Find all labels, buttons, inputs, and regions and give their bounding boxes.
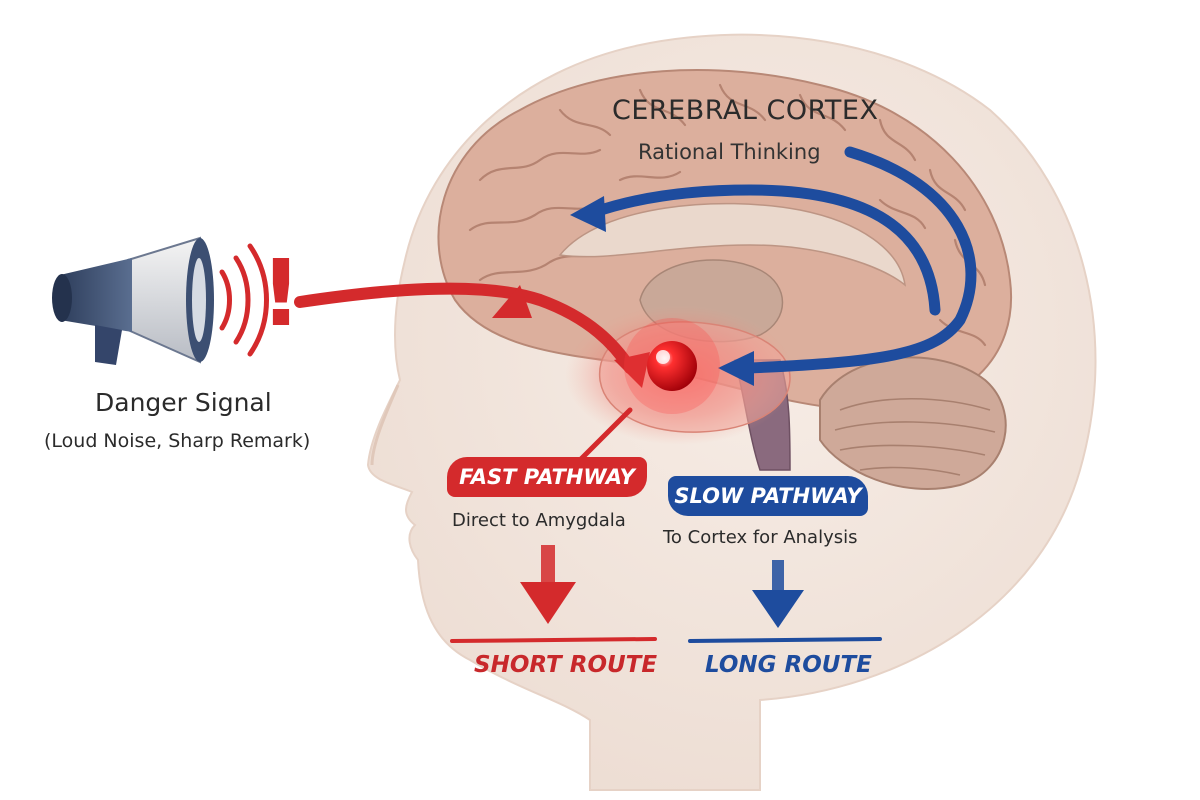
fast-arrowhead-top	[492, 285, 532, 318]
cortex-subtitle: Rational Thinking	[638, 140, 821, 164]
fast-pathway-label: FAST PATHWAY	[447, 457, 647, 497]
sound-waves-icon	[219, 243, 269, 357]
long-route-label: LONG ROUTE	[705, 652, 872, 678]
cerebellum-folds	[834, 398, 996, 476]
slow-pathway-arrows	[589, 146, 977, 374]
amygdala	[647, 341, 697, 391]
danger-signal-subtitle: (Loud Noise, Sharp Remark)	[44, 430, 311, 452]
long-route-underline	[688, 637, 882, 643]
fast-pathway-description: Direct to Amygdala	[452, 510, 626, 531]
slow-arrowhead-top	[570, 196, 606, 232]
nose-shadow	[370, 384, 400, 466]
megaphone-icon	[52, 236, 214, 365]
slow-down-arrow	[752, 560, 804, 628]
corpus-callosum	[558, 202, 907, 287]
fast-down-arrow	[520, 545, 576, 624]
danger-signal-title: Danger Signal	[95, 388, 272, 417]
alert-exclamation-icon: !	[260, 240, 302, 347]
slow-pathway-description: To Cortex for Analysis	[663, 527, 858, 548]
short-route-underline	[450, 637, 657, 643]
cortex-title: CEREBRAL CORTEX	[612, 95, 879, 126]
short-route-label: SHORT ROUTE	[474, 652, 658, 678]
slow-arrowhead-amygdala	[718, 351, 754, 386]
fast-arrowhead-amygdala	[614, 352, 650, 388]
slow-pathway-label: SLOW PATHWAY	[668, 476, 868, 516]
amygdala-highlight	[656, 350, 670, 364]
limbic-system	[599, 321, 791, 433]
